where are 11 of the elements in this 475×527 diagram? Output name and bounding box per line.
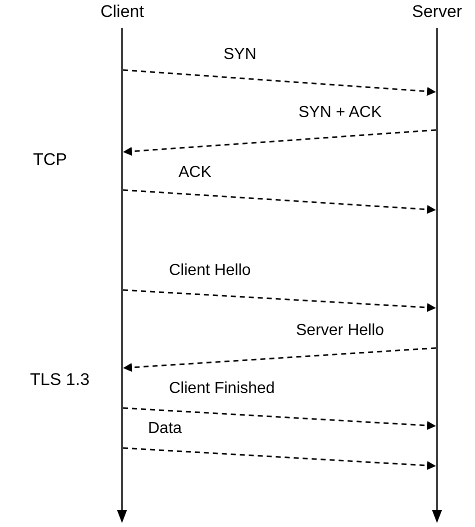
message-arrow bbox=[122, 447, 436, 470]
message-arrow bbox=[122, 69, 436, 96]
participant-label: Client bbox=[100, 2, 144, 22]
phase-label: TCP bbox=[33, 150, 67, 170]
participant-label: Server bbox=[412, 2, 462, 22]
message-arrow bbox=[122, 129, 436, 156]
message-arrow bbox=[122, 407, 436, 430]
message-arrow bbox=[122, 289, 436, 312]
phase-label: TLS 1.3 bbox=[30, 370, 90, 390]
message-arrow bbox=[122, 189, 436, 214]
message-arrow bbox=[122, 347, 436, 372]
